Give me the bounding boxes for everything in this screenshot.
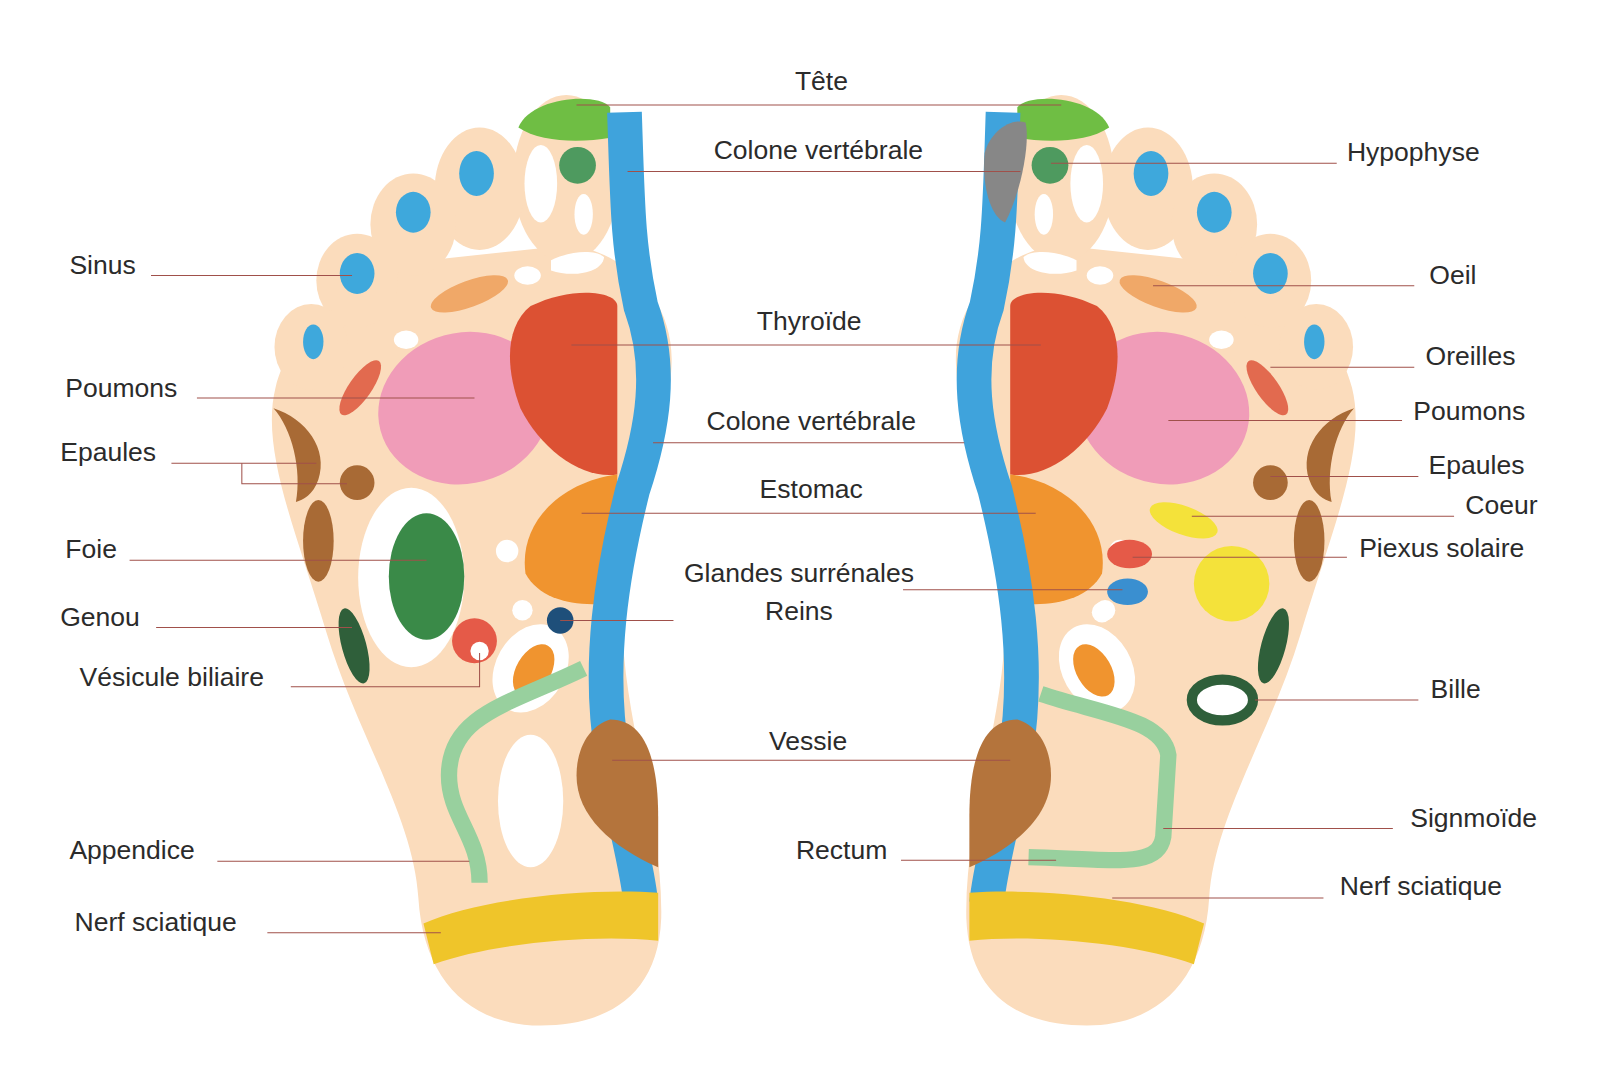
organ-label: Epaules	[60, 434, 156, 472]
organ-label: Bille	[1431, 671, 1481, 709]
organ-label: Piexus solaire	[1359, 530, 1524, 568]
organ-label: Glandes surrénales Reins	[684, 554, 915, 631]
organ-label: Appendice	[69, 832, 194, 870]
organ-label: Poumons	[1413, 393, 1525, 431]
organ-label: Nerf sciatique	[1340, 867, 1502, 905]
organ-label: Epaules	[1429, 447, 1525, 485]
organ-label: Foie	[65, 531, 117, 569]
organ-label: Coeur	[1465, 487, 1537, 525]
organ-label: Rectum	[796, 832, 887, 870]
organ-label: Oeil	[1429, 256, 1476, 294]
organ-label: Estomac	[760, 471, 863, 509]
leader-lines	[130, 105, 1454, 933]
organ-label: Poumons	[65, 370, 177, 408]
organ-label: Colone vertébrale	[706, 402, 915, 440]
organ-label: Vésicule biliaire	[80, 658, 264, 696]
organ-label: Colone vertébrale	[714, 132, 923, 170]
organ-label: Nerf sciatique	[74, 903, 236, 941]
organ-label: Thyroïde	[757, 302, 862, 340]
organ-label: Oreilles	[1425, 338, 1515, 376]
organ-label: Signmoïde	[1410, 799, 1537, 837]
organ-label: Hypophyse	[1347, 134, 1480, 172]
organ-label: Tête	[795, 62, 848, 100]
organ-label: Genou	[60, 598, 140, 636]
organ-label: Sinus	[69, 247, 135, 285]
organ-label: Vessie	[769, 723, 847, 761]
